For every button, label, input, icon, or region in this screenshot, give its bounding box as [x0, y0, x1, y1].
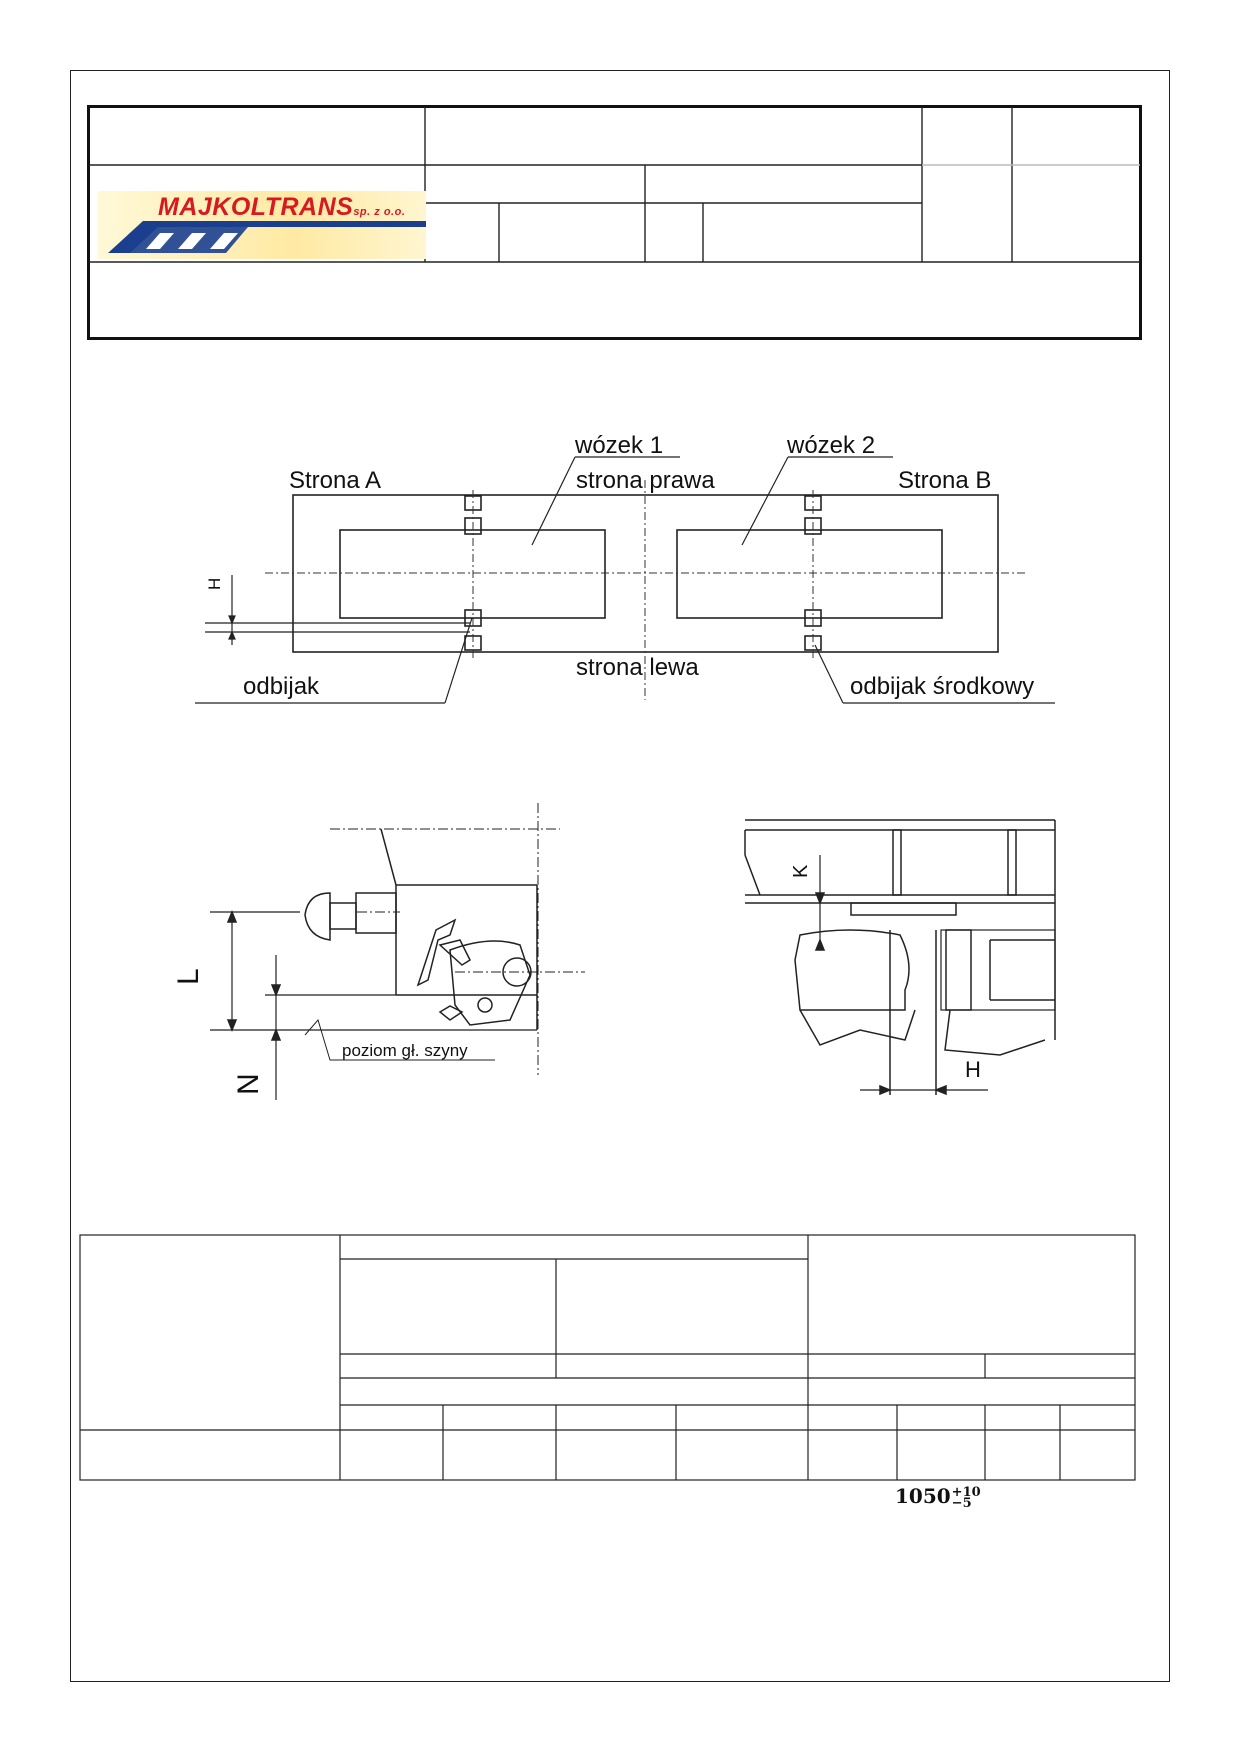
label-strona-b: Strona B: [898, 467, 992, 494]
logo-name: MAJKOLTRANS: [158, 193, 354, 221]
label-strona-prawa: strona prawa: [576, 467, 715, 494]
label-odbijak: odbijak: [243, 673, 320, 700]
header-table: [87, 105, 1142, 340]
company-logo: MAJKOLTRANSsp. z o.o.: [98, 191, 426, 259]
label-strona-lewa: strona lewa: [576, 654, 699, 681]
label-dim-l: L: [172, 968, 205, 985]
label-rail-level: poziom gł. szyny: [342, 1041, 468, 1060]
label-wozek-1: wózek 1: [575, 432, 664, 459]
label-dim-k: K: [790, 864, 812, 878]
label-strona-a: Strona A: [289, 467, 382, 494]
bogie-2-outline: [676, 529, 943, 619]
label-odbijak-srodkowy: odbijak środkowy: [850, 673, 1035, 700]
tolerance-nominal: 1050: [895, 1484, 951, 1508]
tolerance-lower: −5: [951, 1495, 972, 1511]
tolerance-value: 1050+10−5: [895, 1484, 981, 1511]
tolerance-upper: +10: [951, 1484, 981, 1500]
logo-suffix: sp. z o.o.: [353, 206, 406, 218]
coupler-detail-diagram: [210, 803, 585, 1100]
page-frame: [70, 70, 1170, 1682]
bottom-table-grid: [79, 1234, 1136, 1481]
label-dim-h-section: H: [965, 1057, 981, 1082]
label-wozek-2: wózek 2: [787, 432, 876, 459]
logo-stripes-icon: [108, 221, 426, 253]
logo-text: MAJKOLTRANSsp. z o.o.: [158, 193, 405, 222]
label-dim-n: N: [232, 1073, 265, 1095]
section-detail-diagram: [744, 819, 1056, 1096]
label-dim-h-top: H: [205, 577, 224, 590]
